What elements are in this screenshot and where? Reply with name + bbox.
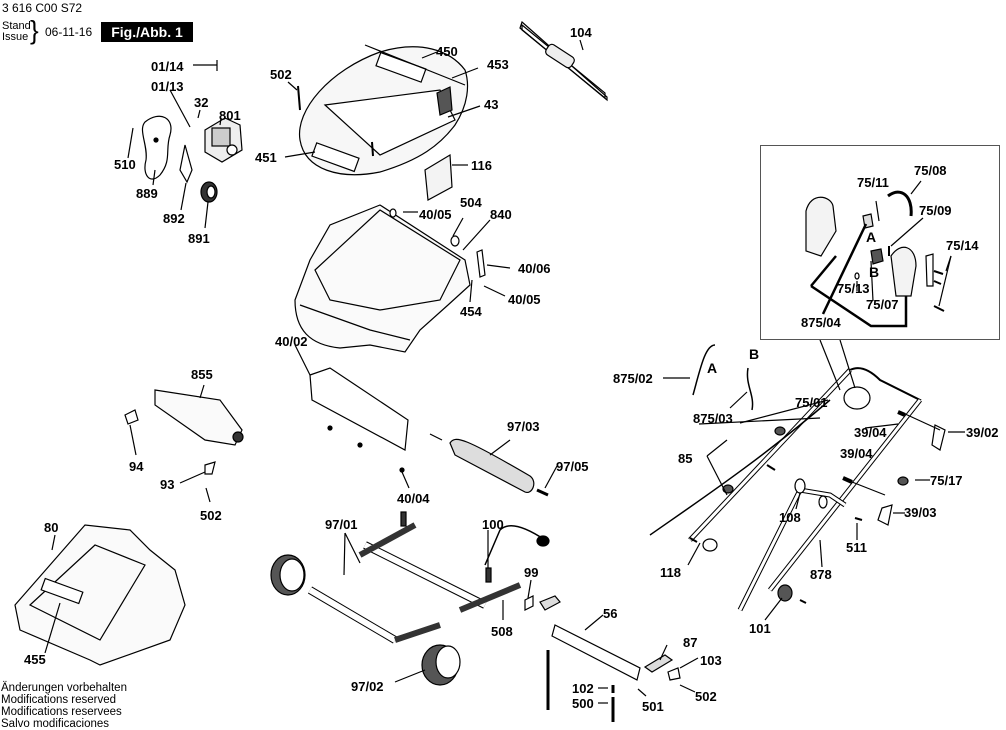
- callout-75-08: 75/08: [914, 163, 947, 178]
- callout-75-17: 75/17: [930, 473, 963, 488]
- callout-889: 889: [136, 186, 158, 201]
- callout-840: 840: [490, 207, 512, 222]
- rear-flap-drawing: [519, 20, 608, 102]
- callout-450: 450: [436, 44, 458, 59]
- handle-drawing: [649, 339, 965, 621]
- callout-454: 454: [460, 304, 482, 319]
- callout-56: 56: [603, 606, 618, 621]
- callout-97-01: 97/01: [325, 517, 358, 532]
- callout-75-07: 75/07: [866, 297, 899, 312]
- callout-75-14: 75/14: [946, 238, 979, 253]
- callout-40-04: 40/04: [397, 491, 430, 506]
- callout-a-inset: A: [866, 229, 877, 245]
- callout-510: 510: [114, 157, 136, 172]
- callout-855: 855: [191, 367, 213, 382]
- callout-b: B: [749, 346, 760, 362]
- filter-drawing: [424, 153, 468, 201]
- callout-39-04-a: 39/04: [854, 425, 887, 440]
- notice-line-en: Modifications reserved: [1, 694, 117, 706]
- comb-drawing: [124, 384, 244, 503]
- stand-issue-label: Stand Issue: [2, 21, 31, 43]
- callout-104: 104: [570, 25, 592, 40]
- callout-97-03: 97/03: [507, 419, 540, 434]
- callout-40-06: 40/06: [518, 261, 551, 276]
- callout-502-bot: 502: [695, 689, 717, 704]
- notice-line-de: Änderungen vorbehalten: [1, 682, 127, 694]
- issue-date: 06-11-16: [45, 25, 93, 39]
- callout-b-inset: B: [869, 264, 880, 280]
- motor-assembly-drawing: [127, 60, 243, 229]
- callout-875-02: 875/02: [613, 371, 653, 386]
- callout-502-top: 502: [270, 67, 292, 82]
- callout-451: 451: [255, 150, 277, 165]
- callout-40-05-b: 40/05: [508, 292, 541, 307]
- callout-40-02: 40/02: [275, 334, 308, 349]
- callout-511: 511: [846, 540, 867, 555]
- callout-101: 101: [749, 621, 771, 636]
- notice-line-fr: Modifications reservees: [1, 706, 122, 718]
- callout-116: 116: [471, 158, 492, 173]
- callout-504: 504: [460, 195, 482, 210]
- grass-box-drawing: [14, 524, 186, 666]
- callout-99: 99: [524, 565, 539, 580]
- roller-drawing: [429, 433, 558, 497]
- callout-501: 501: [642, 699, 664, 714]
- callout-80: 80: [44, 520, 59, 535]
- callout-93: 93: [160, 477, 175, 492]
- switch-detail-inset: 75/11 75/08 75/09 A B 75/14 75/13 75/07 …: [760, 145, 1000, 340]
- issue-label: Issue: [2, 31, 29, 43]
- switch-detail-drawing: [805, 180, 952, 328]
- bar-drawing: [539, 595, 699, 722]
- callout-43: 43: [484, 97, 499, 112]
- callout-875-03: 875/03: [693, 411, 733, 426]
- callout-39-03: 39/03: [904, 505, 937, 520]
- callout-01-14: 01/14: [151, 59, 184, 74]
- notice-line-es: Salvo modificaciones: [1, 718, 110, 730]
- callout-875-04: 875/04: [801, 315, 841, 330]
- callout-97-02: 97/02: [351, 679, 384, 694]
- callout-892: 892: [163, 211, 185, 226]
- part-number: 3 616 C00 S72: [2, 1, 83, 15]
- callout-a: A: [707, 360, 718, 376]
- callout-32: 32: [194, 95, 209, 110]
- callout-500: 500: [572, 696, 594, 711]
- callout-85: 85: [678, 451, 693, 466]
- callout-118: 118: [660, 565, 681, 580]
- callout-502-mid: 502: [200, 508, 222, 523]
- callout-108: 108: [779, 510, 801, 525]
- callout-75-13: 75/13: [837, 281, 870, 296]
- modifications-notice: Änderungen vorbehalten Modifications res…: [1, 682, 127, 730]
- axle-wheel-drawing: [270, 511, 550, 686]
- callout-453: 453: [487, 57, 509, 72]
- callout-94: 94: [129, 459, 144, 474]
- callout-455: 455: [24, 652, 46, 667]
- chassis-drawing: [294, 204, 511, 353]
- callout-75-11: 75/11: [857, 175, 889, 190]
- callout-102: 102: [572, 681, 594, 696]
- stand-label: Stand: [2, 20, 31, 32]
- callout-39-04-b: 39/04: [840, 446, 873, 461]
- callout-75-09: 75/09: [919, 203, 952, 218]
- housing-cover-drawing: [284, 44, 481, 176]
- figure-badge: Fig./Abb. 1: [101, 22, 193, 42]
- callout-100: 100: [482, 517, 504, 532]
- callout-01-13: 01/13: [151, 79, 184, 94]
- brace-icon: }: [30, 15, 39, 45]
- callout-39-02: 39/02: [966, 425, 999, 440]
- callout-801: 801: [219, 108, 241, 123]
- callout-40-05-a: 40/05: [419, 207, 452, 222]
- callout-103: 103: [700, 653, 722, 668]
- callout-87: 87: [683, 635, 698, 650]
- callout-508: 508: [491, 624, 513, 639]
- callout-75-01: 75/01: [795, 395, 828, 410]
- deflector-drawing: [294, 344, 410, 489]
- callout-878: 878: [810, 567, 832, 582]
- callout-97-05: 97/05: [556, 459, 589, 474]
- callout-891: 891: [188, 231, 210, 246]
